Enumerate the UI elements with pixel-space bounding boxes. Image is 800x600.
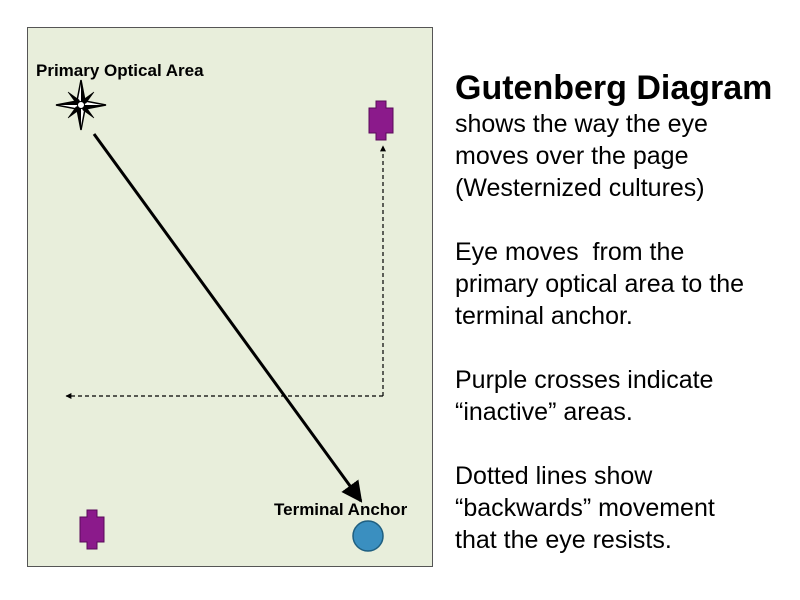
gutenberg-diagram-panel: Primary Optical Area Terminal Anchor	[27, 27, 433, 567]
intro-paragraph: shows the way the eye moves over the pag…	[455, 108, 795, 204]
diagram-canvas	[55, 79, 394, 552]
eye-moves-paragraph: Eye moves from the primary optical area …	[455, 236, 795, 332]
purple-cross-icon	[79, 509, 105, 550]
text-line: Dotted lines show	[455, 462, 653, 490]
text-line: “backwards” movement	[455, 494, 715, 522]
explanation-text: Gutenberg Diagram shows the way the eye …	[455, 68, 795, 556]
text-line: shows the way the eye	[455, 110, 708, 138]
purple-crosses-paragraph: Purple crosses indicate “inactive” areas…	[455, 364, 795, 428]
text-line: terminal anchor.	[455, 302, 633, 330]
purple-cross-icon	[368, 100, 394, 141]
text-line: Purple crosses indicate	[455, 366, 714, 394]
compass-star-icon	[55, 79, 107, 131]
text-line: “inactive” areas.	[455, 398, 633, 426]
primary-optical-area-label: Primary Optical Area	[36, 61, 204, 80]
slide-title: Gutenberg Diagram	[455, 69, 773, 107]
terminal-anchor-label: Terminal Anchor	[274, 500, 408, 519]
text-line: (Westernized cultures)	[455, 174, 705, 202]
text-line: primary optical area to the	[455, 270, 745, 298]
text-line: Eye moves from the	[455, 238, 685, 266]
blue-circle-icon	[352, 520, 384, 552]
eye-movement-arrow	[92, 133, 363, 503]
text-line: moves over the page	[455, 142, 689, 170]
dotted-lines-paragraph: Dotted lines show “backwards” movement t…	[455, 460, 795, 556]
text-line: that the eye resists.	[455, 526, 672, 554]
